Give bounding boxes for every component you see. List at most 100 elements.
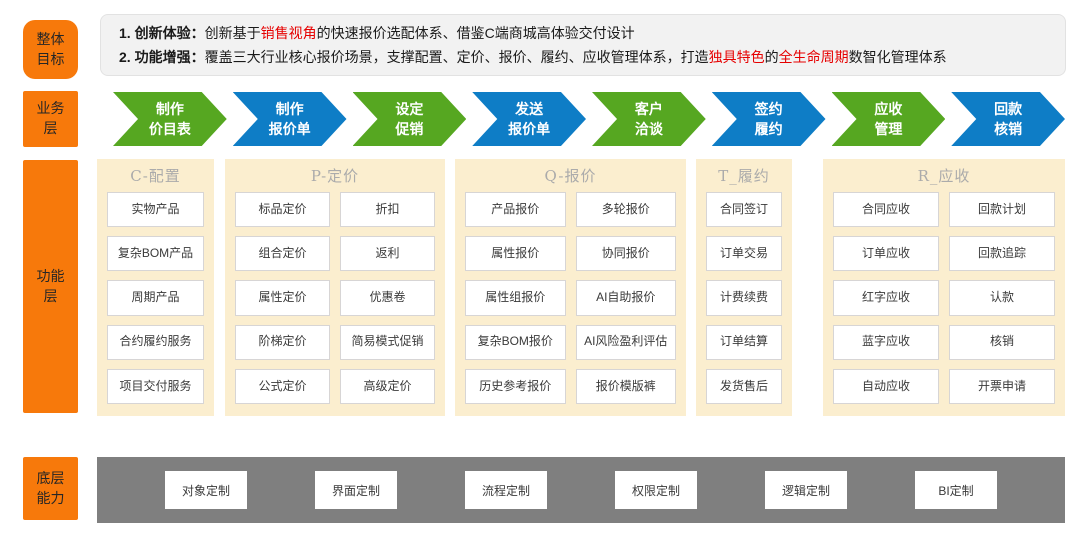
function-box: AI风险盈利评估	[575, 324, 676, 360]
function-column-c-config: C-配置实物产品复杂BOM产品周期产品合约履约服务项目交付服务	[97, 159, 214, 416]
function-box: 订单应收	[833, 236, 939, 272]
rail-label-line: 业务	[36, 100, 65, 117]
function-box: 属性报价	[465, 236, 566, 272]
overall-goals-box: 1. 创新体验：创新基于销售视角的快速报价选配体系、借鉴C端商城高体验交付设计 2…	[100, 14, 1066, 76]
function-subcolumn: 产品报价属性报价属性组报价复杂BOM报价历史参考报价	[465, 192, 566, 405]
process-step-4: 发送报价单	[472, 92, 586, 146]
process-step-line2: 履约	[754, 121, 783, 137]
function-box: 属性定价	[235, 280, 330, 316]
goal-text: 覆盖三大行业核心报价场景，支撑配置、定价、报价、履约、应收管理体系，打造	[204, 49, 709, 65]
function-box: 高级定价	[340, 368, 435, 405]
function-box: 项目交付服务	[107, 368, 204, 405]
function-box: 复杂BOM报价	[465, 324, 566, 360]
process-step-2: 制作报价单	[232, 92, 347, 146]
rail-label-line: 整体	[36, 30, 65, 47]
function-box: 历史参考报价	[465, 368, 566, 405]
goal-text: 数智化管理体系	[848, 49, 947, 65]
function-box: 报价模版裤	[575, 368, 676, 405]
function-box: AI自助报价	[575, 280, 676, 316]
process-step-line1: 客户	[634, 100, 663, 117]
function-box: 公式定价	[235, 368, 330, 405]
process-step-8: 回款核销	[951, 92, 1065, 146]
rail-label-business-layer: 业务 层	[23, 91, 78, 147]
function-column-body: 实物产品复杂BOM产品周期产品合约履约服务项目交付服务	[107, 188, 204, 405]
goal-text: 的	[764, 49, 779, 65]
rail-label-line: 能力	[36, 489, 65, 506]
function-subcolumn: 合同应收订单应收红字应收蓝字应收自动应收	[833, 192, 939, 405]
function-box: 产品报价	[465, 192, 566, 228]
rail-label-line: 目标	[36, 50, 65, 67]
function-column-title: P-定价	[310, 167, 360, 185]
process-step-line1: 发送	[515, 100, 544, 117]
process-step-3: 设定促销	[352, 92, 467, 146]
rail-label-base-capability: 底层 能力	[23, 457, 78, 520]
goal-highlight-text: 独具特色	[708, 49, 765, 65]
bottom-capability-box: 权限定制	[615, 471, 697, 509]
function-box: 回款计划	[949, 192, 1055, 228]
function-column-title: Q-报价	[544, 167, 597, 185]
process-step-6: 签约履约	[711, 92, 826, 146]
function-column-t-fulfillment: T_履约合同签订订单交易计费续费订单结算发货售后	[696, 159, 792, 416]
function-box: 周期产品	[107, 280, 204, 316]
function-column-body: 标品定价组合定价属性定价阶梯定价公式定价折扣返利优惠卷简易模式促销高级定价	[235, 188, 435, 405]
function-box: 复杂BOM产品	[107, 236, 204, 272]
function-box: 属性组报价	[465, 280, 566, 316]
bottom-capability-box: BI定制	[915, 471, 997, 509]
function-box: 阶梯定价	[235, 324, 330, 360]
rail-label-line: 层	[43, 287, 58, 304]
bottom-capability-box: 逻辑定制	[765, 471, 847, 509]
function-box: 回款追踪	[949, 236, 1055, 272]
bottom-capability-box: 流程定制	[465, 471, 547, 509]
process-row: 制作价目表制作报价单设定促销发送报价单客户洽谈签约履约应收管理回款核销	[113, 92, 1065, 146]
function-box: 标品定价	[235, 192, 330, 228]
function-box: 多轮报价	[575, 192, 676, 228]
function-box: 合同签订	[706, 192, 782, 228]
process-step-line2: 报价单	[508, 121, 551, 137]
rail-label-function-layer: 功能 层	[23, 160, 78, 413]
function-column-title: R_应收	[917, 167, 971, 185]
function-box: 订单结算	[706, 324, 782, 360]
process-step-line1: 签约	[754, 100, 783, 117]
function-box: 组合定价	[235, 236, 330, 272]
goal-line: 2. 功能增强：覆盖三大行业核心报价场景，支撑配置、定价、报价、履约、应收管理体…	[119, 47, 1047, 67]
function-box: 核销	[949, 324, 1055, 360]
function-subcolumn: 合同签订订单交易计费续费订单结算发货售后	[706, 192, 782, 405]
goal-lines: 1. 创新体验：创新基于销售视角的快速报价选配体系、借鉴C端商城高体验交付设计 2…	[119, 23, 1047, 67]
process-step-line2: 管理	[874, 121, 903, 137]
function-box: 红字应收	[833, 280, 939, 316]
process-step-5: 客户洽谈	[592, 92, 706, 146]
function-column-p-pricing: P-定价标品定价组合定价属性定价阶梯定价公式定价折扣返利优惠卷简易模式促销高级定…	[225, 159, 445, 416]
function-column-r-receivables: R_应收合同应收订单应收红字应收蓝字应收自动应收回款计划回款追踪认款核销开票申请	[823, 159, 1065, 416]
goal-highlight-text: 全生命周期	[778, 49, 849, 65]
process-step-line2: 促销	[395, 121, 424, 137]
rail-label-line: 层	[43, 120, 58, 136]
process-step-line1: 设定	[395, 100, 424, 117]
process-step-line1: 制作	[275, 100, 304, 117]
function-box: 返利	[340, 236, 435, 272]
function-box: 蓝字应收	[833, 324, 939, 360]
function-subcolumn: 实物产品复杂BOM产品周期产品合约履约服务项目交付服务	[107, 192, 204, 405]
goal-line-title: 2. 功能增强：	[119, 49, 205, 65]
process-step-line2: 核销	[994, 121, 1023, 137]
process-step-line1: 应收	[874, 100, 903, 117]
process-step-line1: 制作	[155, 100, 184, 117]
rail-label-line: 功能	[36, 267, 65, 284]
rail-label-line: 底层	[36, 469, 65, 486]
function-subcolumn: 标品定价组合定价属性定价阶梯定价公式定价	[235, 192, 330, 405]
function-column-body: 合同应收订单应收红字应收蓝字应收自动应收回款计划回款追踪认款核销开票申请	[833, 188, 1055, 405]
function-box: 合同应收	[833, 192, 939, 228]
goal-line: 1. 创新体验：创新基于销售视角的快速报价选配体系、借鉴C端商城高体验交付设计	[119, 23, 1047, 43]
function-subcolumn: 回款计划回款追踪认款核销开票申请	[949, 192, 1055, 405]
function-box: 实物产品	[107, 192, 204, 228]
function-box: 认款	[949, 280, 1055, 316]
function-column-title: C-配置	[130, 167, 181, 185]
function-box: 简易模式促销	[340, 324, 435, 360]
function-column-body: 合同签订订单交易计费续费订单结算发货售后	[706, 188, 782, 405]
function-box: 优惠卷	[340, 280, 435, 316]
function-box: 折扣	[340, 192, 435, 228]
